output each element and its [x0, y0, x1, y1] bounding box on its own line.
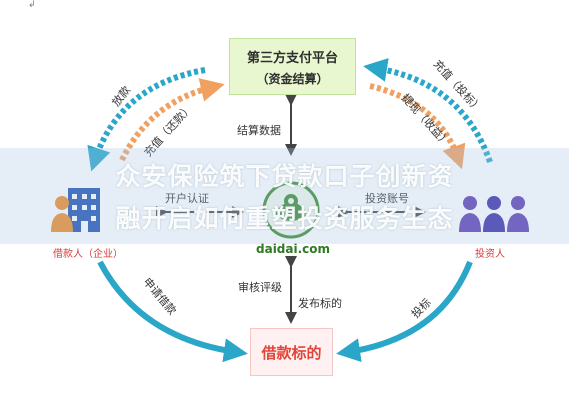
borrower-label: 借款人（企业） [53, 249, 123, 260]
investor-person-icon [507, 196, 529, 232]
investor-label: 投资人 [475, 249, 505, 260]
target-box: 借款标的 [250, 328, 333, 376]
label-open-right: 投资账号 [365, 192, 409, 205]
arrow-withdraw [369, 83, 466, 170]
arrow-bid [336, 260, 473, 363]
corner-mark: ↲ [28, 0, 36, 10]
person-icon [51, 196, 73, 232]
platform-box: 第三方支付平台 （资金结算） [229, 38, 356, 95]
platform-subtitle: （资金结算） [256, 71, 329, 86]
investor-person-icon [459, 196, 481, 232]
arrow-recharge-invest [363, 58, 493, 163]
arrow-apply-loan [97, 260, 248, 363]
label-open-left: 开户认证 [165, 192, 209, 205]
label-settlement: 结算数据 [237, 124, 281, 137]
platform-title: 第三方支付平台 [246, 50, 338, 66]
watermark-banner [0, 148, 569, 244]
logo-text: daidai.com [256, 242, 331, 256]
building-icon [68, 188, 100, 232]
arrow-recharge-repay [119, 78, 225, 162]
watermark-line-2: 融开启如何重塑投资服务生态 [115, 204, 454, 233]
investor-person-icon [483, 196, 505, 232]
label-publish: 发布标的 [298, 297, 342, 310]
logo-icon [262, 181, 320, 239]
watermark-line-1: 众安保险筑下贷款口子创新资 [115, 162, 454, 191]
target-label: 借款标的 [261, 343, 322, 362]
label-review: 审核评级 [238, 281, 282, 294]
